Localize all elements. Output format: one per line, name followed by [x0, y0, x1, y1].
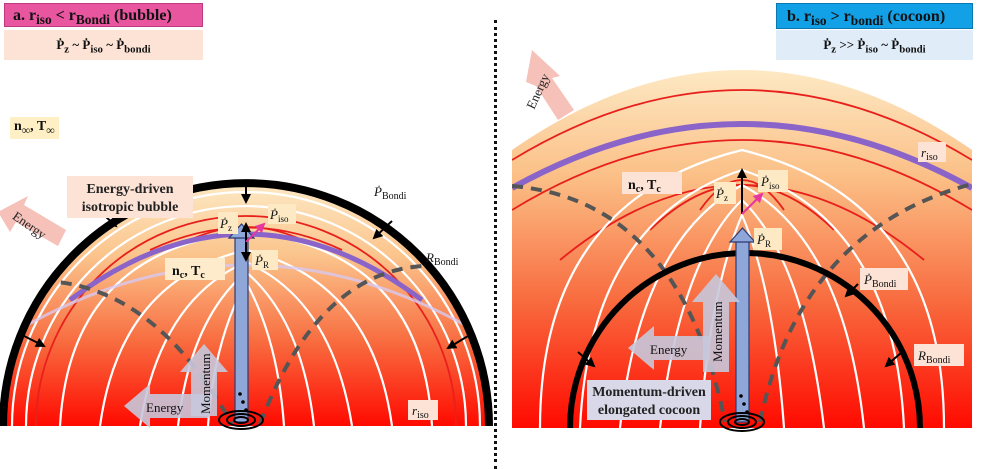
panel-b-energy-arrow-top: Energy: [523, 50, 574, 120]
panel-b-energy-arrow-left: Energy: [628, 326, 710, 370]
panel-a-bondi-front: [0, 179, 493, 427]
panel-a-momentum-arrow: Momentum: [180, 344, 228, 416]
panel-a-bubble-label-2: isotropic bubble: [82, 200, 179, 215]
panel-a-diagram: Energy Energy Momentum Energy-driven iso…: [0, 176, 493, 430]
svg-text:Energy: Energy: [146, 400, 184, 415]
svg-text:Momentum: Momentum: [710, 301, 725, 362]
panel-a-r-iso: riso: [412, 403, 429, 421]
panel-b-p-bondi: ṖBondi: [863, 272, 897, 290]
panel-b-jet: [735, 239, 750, 423]
panel-divider: [494, 20, 497, 469]
panel-b-iso-front: [512, 121, 972, 191]
panel-a-accretion-disk: [218, 410, 264, 430]
panel-a-momentum-vectors: [241, 222, 266, 262]
panel-b-diagram: Energy Energy Momentum Momentum-driven e…: [512, 50, 972, 432]
panel-b-momentum-vectors: [737, 168, 764, 215]
panel-b-accretion-disk: [719, 412, 765, 432]
panel-a-r-bondi: RBondi: [425, 250, 459, 268]
panel-a-p-bondi: ṖBondi: [373, 184, 407, 202]
panel-b-r-iso: riso: [921, 145, 938, 163]
panel-a-bubble-label-1: Energy-driven: [86, 182, 173, 197]
panel-b-title: b. riso > rbondi (cocoon): [776, 3, 973, 29]
panel-a-energy-arrow-bottom: Energy: [124, 384, 210, 428]
panel-b-equation: Ṗz >> Ṗiso ~ Ṗbondi: [776, 30, 973, 60]
panel-a-region-label: nc, Tc: [172, 264, 205, 281]
panel-b-cocoon-label-1: Momentum-driven: [592, 385, 706, 400]
panel-a-p-iso: Ṗiso: [269, 207, 289, 224]
panel-b-p-r: ṖR: [756, 232, 771, 249]
panel-a-p-z: Ṗz: [219, 216, 232, 233]
ambient-density-label: n∞, T∞: [10, 117, 59, 139]
panel-a-title: a. riso < rBondi (bubble): [4, 3, 203, 27]
panel-b-momentum-arrow: Momentum: [692, 274, 740, 372]
panel-b-region-label: nc, Tc: [628, 178, 661, 195]
panel-b-p-iso: Ṗiso: [760, 174, 780, 191]
panel-a-energy-arrow-top: Energy: [0, 196, 66, 246]
panel-a-equation: Ṗz ~ Ṗiso ~ Ṗbondi: [4, 30, 203, 60]
panel-a-p-r: ṖR: [254, 253, 269, 270]
panel-b-r-bondi: RBondi: [917, 348, 951, 366]
svg-text:Momentum: Momentum: [198, 353, 213, 414]
panel-b-cocoon-label-2: elongated cocoon: [598, 403, 700, 418]
svg-text:Energy: Energy: [650, 342, 688, 357]
panel-b-p-z: Ṗz: [715, 186, 728, 203]
